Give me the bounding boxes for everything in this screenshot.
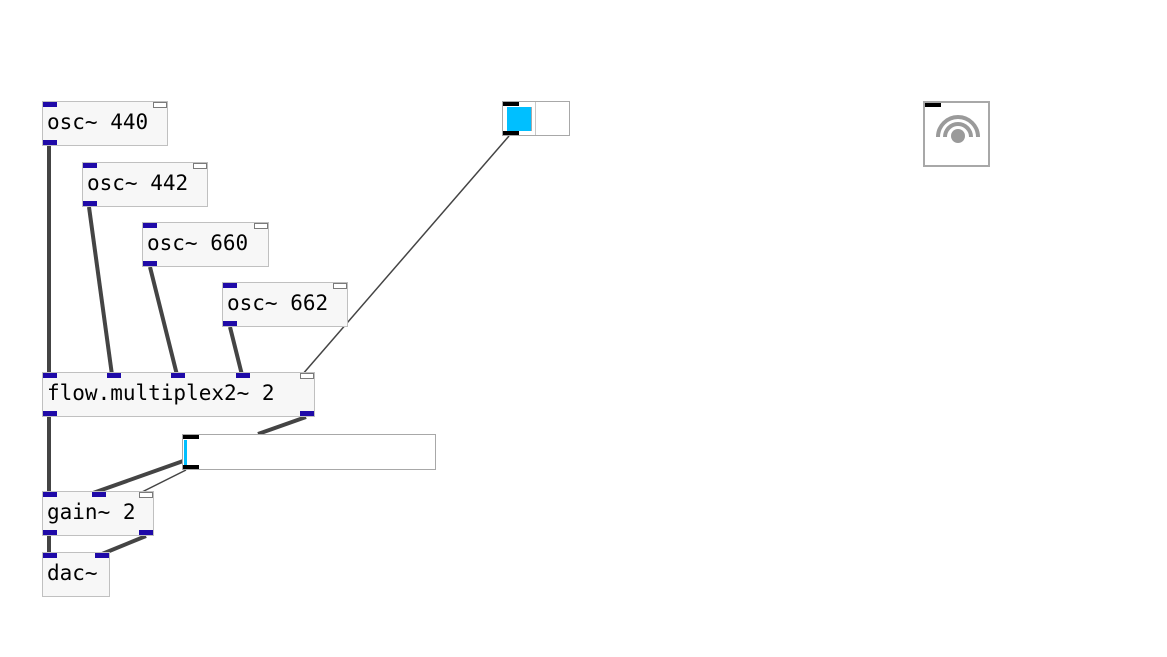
flow-multiplex-object[interactable]: flow.multiplex2~ 2 <box>42 372 315 417</box>
cord-osc662-to-multiplex[interactable] <box>228 326 244 376</box>
signal-outlet-left[interactable] <box>43 530 57 535</box>
slider-inlet[interactable] <box>183 435 199 439</box>
control-inlet[interactable] <box>300 373 314 379</box>
cord-slider-to-gain-control[interactable] <box>139 469 187 494</box>
toggle-outlet[interactable] <box>503 131 519 135</box>
ezdac-inlet[interactable] <box>925 103 941 107</box>
control-inlet[interactable] <box>193 163 207 169</box>
object-text: osc~ 440 <box>47 110 149 134</box>
signal-outlet[interactable] <box>143 261 157 266</box>
signal-outlet[interactable] <box>223 321 237 326</box>
object-text: osc~ 662 <box>227 291 329 315</box>
control-inlet[interactable] <box>139 492 153 498</box>
signal-inlet-right[interactable] <box>95 553 109 558</box>
object-text: osc~ 660 <box>147 231 249 255</box>
signal-outlet[interactable] <box>43 140 57 145</box>
signal-inlet-2[interactable] <box>92 492 106 497</box>
speaker-waves-icon <box>936 115 980 143</box>
signal-inlet-1[interactable] <box>43 492 57 497</box>
signal-inlet[interactable] <box>43 102 57 107</box>
signal-inlet-2[interactable] <box>107 373 121 378</box>
object-text: osc~ 442 <box>87 171 189 195</box>
signal-inlet-left[interactable] <box>43 553 57 558</box>
control-inlet[interactable] <box>153 102 167 108</box>
signal-inlet-3[interactable] <box>171 373 185 378</box>
cord-osc660-to-multiplex[interactable] <box>148 266 179 376</box>
object-text: flow.multiplex2~ 2 <box>47 381 275 405</box>
horizontal-slider[interactable] <box>182 434 436 470</box>
object-text: gain~ 2 <box>47 500 136 524</box>
toggle-divider <box>535 102 536 135</box>
dac-object[interactable]: dac~ <box>42 552 110 597</box>
signal-inlet[interactable] <box>223 283 237 288</box>
osc-662-object[interactable]: osc~ 662 <box>222 282 348 327</box>
cord-osc442-to-multiplex[interactable] <box>87 206 114 376</box>
ezdac-button[interactable] <box>923 101 990 167</box>
osc-660-object[interactable]: osc~ 660 <box>142 222 269 267</box>
osc-440-object[interactable]: osc~ 440 <box>42 101 168 146</box>
signal-inlet[interactable] <box>143 223 157 228</box>
signal-inlet[interactable] <box>83 163 97 168</box>
signal-inlet-4[interactable] <box>236 373 250 378</box>
object-text: dac~ <box>47 561 98 585</box>
toggle-indicator <box>507 107 532 131</box>
cord-slider-to-gain[interactable] <box>92 458 187 495</box>
slider-knob[interactable] <box>184 440 187 465</box>
control-inlet[interactable] <box>333 283 347 289</box>
signal-outlet-right[interactable] <box>139 530 153 535</box>
signal-outlet-left[interactable] <box>43 411 57 416</box>
toggle[interactable] <box>502 101 570 136</box>
control-inlet[interactable] <box>254 223 268 229</box>
cord-multiplex-right-to-slider[interactable] <box>257 415 307 436</box>
cord-toggle-to-multiplex[interactable] <box>301 135 510 376</box>
gain-object[interactable]: gain~ 2 <box>42 491 154 536</box>
signal-outlet[interactable] <box>83 201 97 206</box>
slider-outlet[interactable] <box>183 465 199 469</box>
osc-442-object[interactable]: osc~ 442 <box>82 162 208 207</box>
toggle-inlet[interactable] <box>503 102 519 106</box>
signal-inlet-1[interactable] <box>43 373 57 378</box>
cord-gain-right-to-dac[interactable] <box>101 534 147 556</box>
signal-outlet-right[interactable] <box>300 411 314 416</box>
